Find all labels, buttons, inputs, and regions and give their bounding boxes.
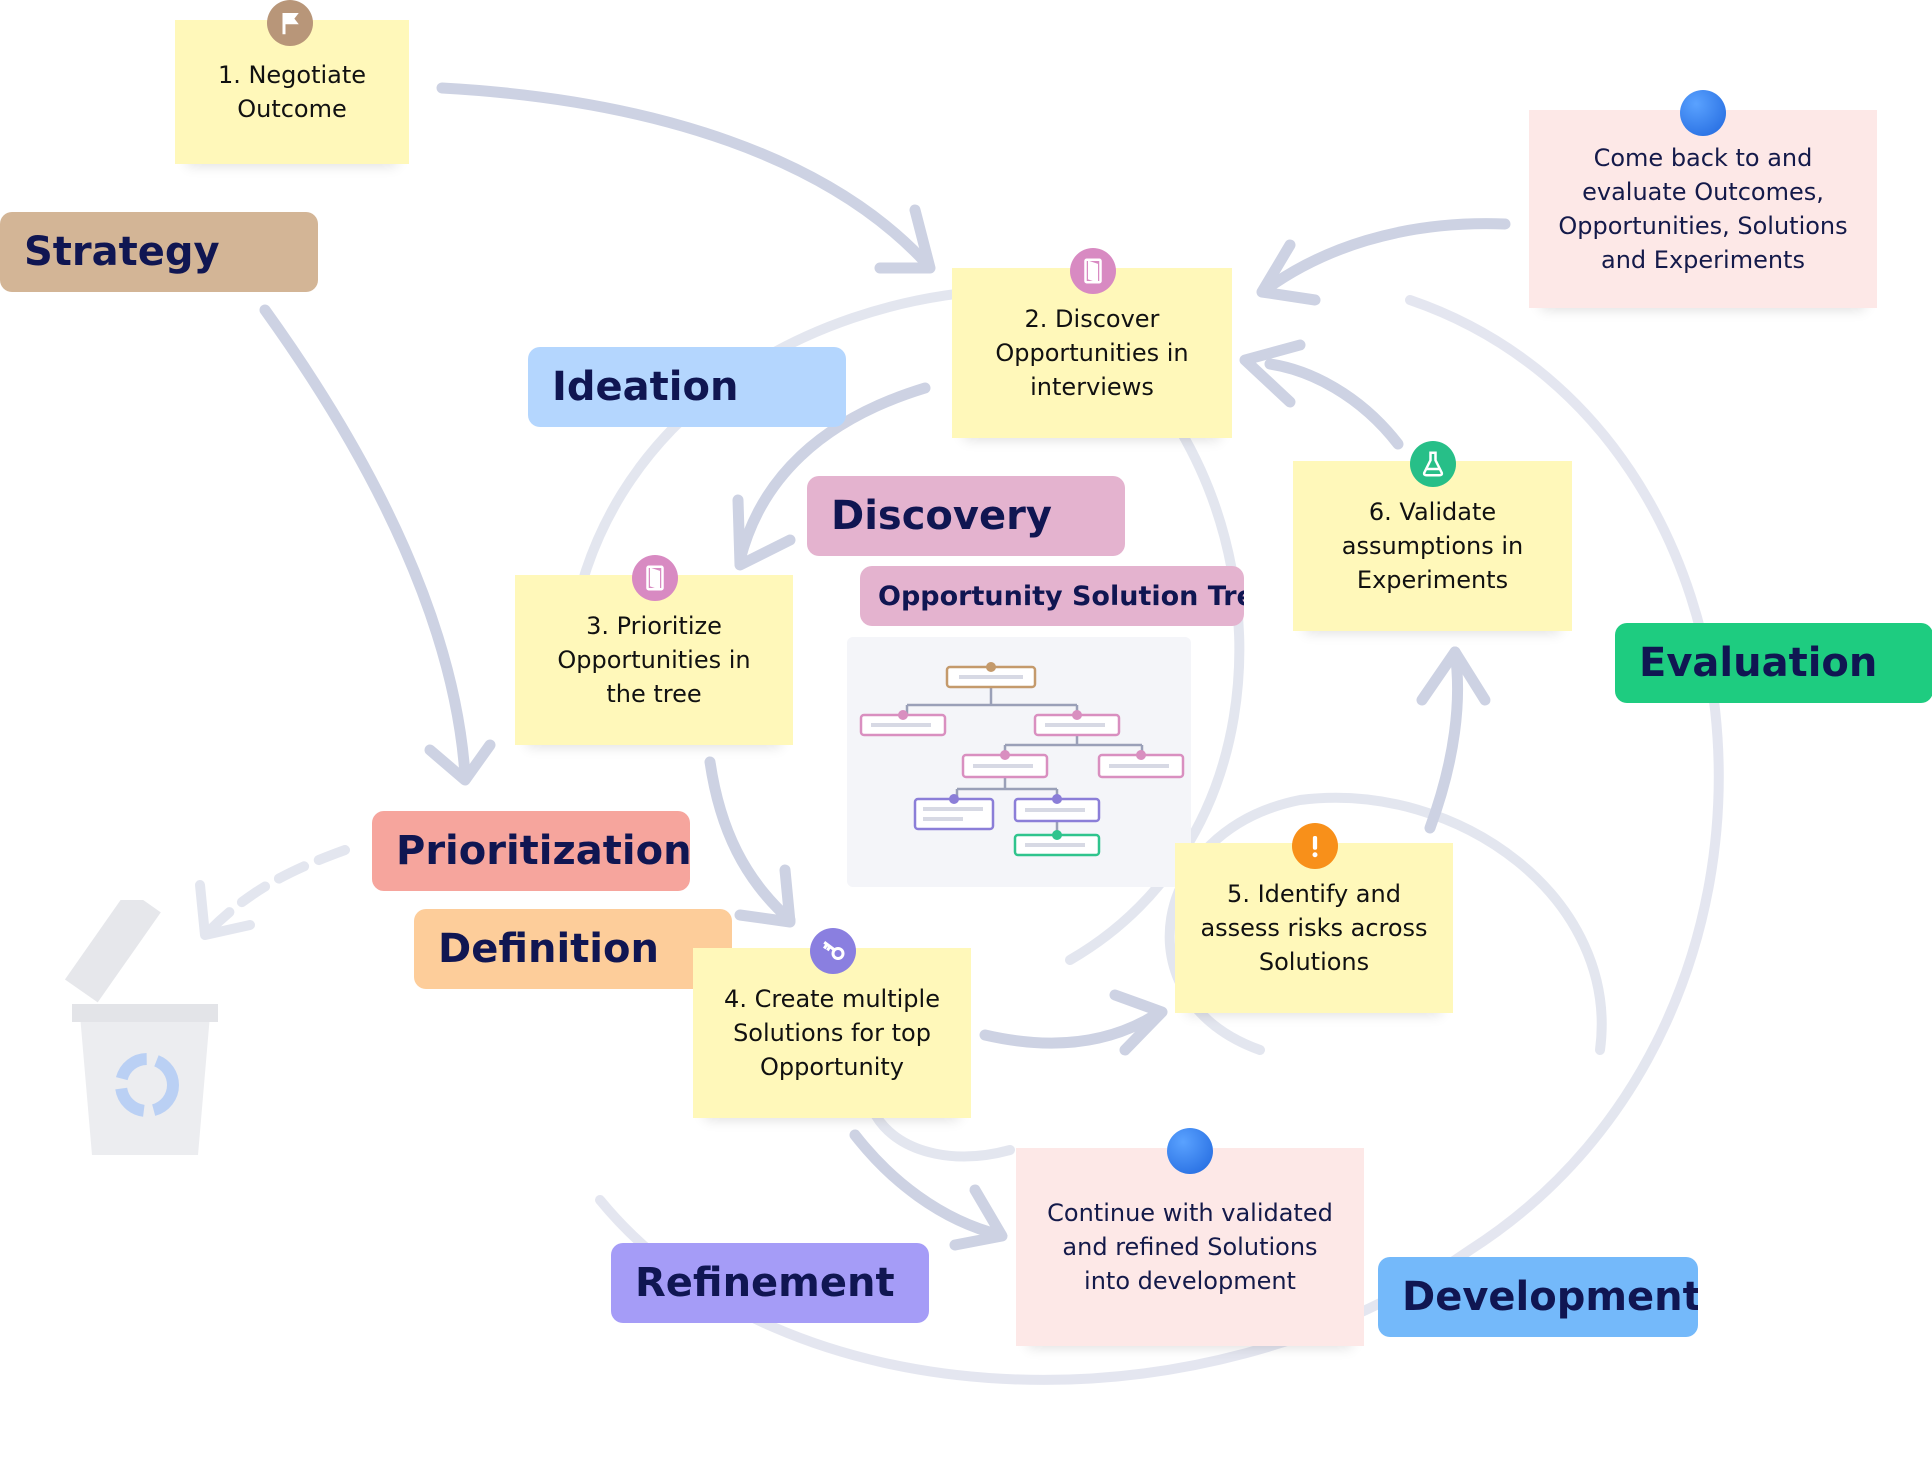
arrow-to-bin [205, 845, 350, 935]
pin-icon [1680, 90, 1726, 136]
step-4-note: 4. Create multiple Solutions for top Opp… [693, 948, 971, 1118]
arrowhead-5-to-6 [1416, 646, 1491, 706]
phase-development: Development [1378, 1257, 1698, 1337]
phase-prioritization: Prioritization [372, 811, 690, 891]
pin-icon [1167, 1128, 1213, 1174]
step-2-note: 2. Discover Opportunities in interviews [952, 268, 1232, 438]
arrow-2-to-3 [734, 382, 931, 566]
key-icon [810, 928, 856, 974]
phase-ideation: Ideation [528, 347, 846, 427]
recycle-bin-icon [64, 900, 218, 1155]
step-3-note: 3. Prioritize Opportunities in the tree [515, 575, 793, 745]
arrowhead-to-bin [195, 880, 255, 940]
big-cycle-arc [595, 295, 1724, 1385]
step-5-note: 5. Identify and assess risks across Solu… [1175, 843, 1453, 1013]
arrowhead-2-to-3 [732, 494, 796, 571]
ost-thumbnail [847, 637, 1191, 887]
arrowhead-4-to-5 [1109, 989, 1168, 1056]
inner-cycle-arc-2 [1065, 425, 1245, 965]
phase-definition: Definition [414, 909, 732, 989]
phase-evaluation: Evaluation [1615, 623, 1932, 703]
door-icon [1070, 248, 1116, 294]
phase-strategy: Strategy [0, 212, 318, 292]
arrowhead-6-to-2 [1239, 339, 1306, 408]
phase-discovery: Discovery [807, 476, 1125, 556]
door-icon [632, 555, 678, 601]
arrowhead-strategy-down [424, 739, 496, 786]
flag-icon [267, 0, 313, 46]
arrow-4-to-continue [849, 1129, 1006, 1241]
flask-icon [1410, 441, 1456, 487]
ost-label: Opportunity Solution Tree [860, 566, 1244, 626]
arrow-4-to-5 [979, 1006, 1166, 1049]
arrow-note-to-2 [1259, 218, 1511, 296]
arrowhead-1-to-2 [874, 204, 936, 274]
phase-refinement: Refinement [611, 1243, 929, 1323]
continue-note: Continue with validated and refined Solu… [1016, 1148, 1364, 1346]
arrow-5-to-6 [1424, 646, 1464, 834]
arrow-3-to-4 [704, 756, 796, 926]
arrow-strategy-down [259, 304, 471, 781]
arrow-1-to-2 [436, 82, 931, 268]
exclamation-icon [1292, 823, 1338, 869]
come-back-note: Come back to and evaluate Outcomes, Oppo… [1529, 110, 1877, 308]
arrowhead-note-to-2 [1256, 239, 1321, 306]
arrowhead-3-to-4 [734, 864, 796, 928]
arrow-6-to-2 [1264, 358, 1404, 450]
step-6-note: 6. Validate assumptions in Experiments [1293, 461, 1572, 631]
arrowhead-4-to-continue [949, 1184, 1008, 1251]
